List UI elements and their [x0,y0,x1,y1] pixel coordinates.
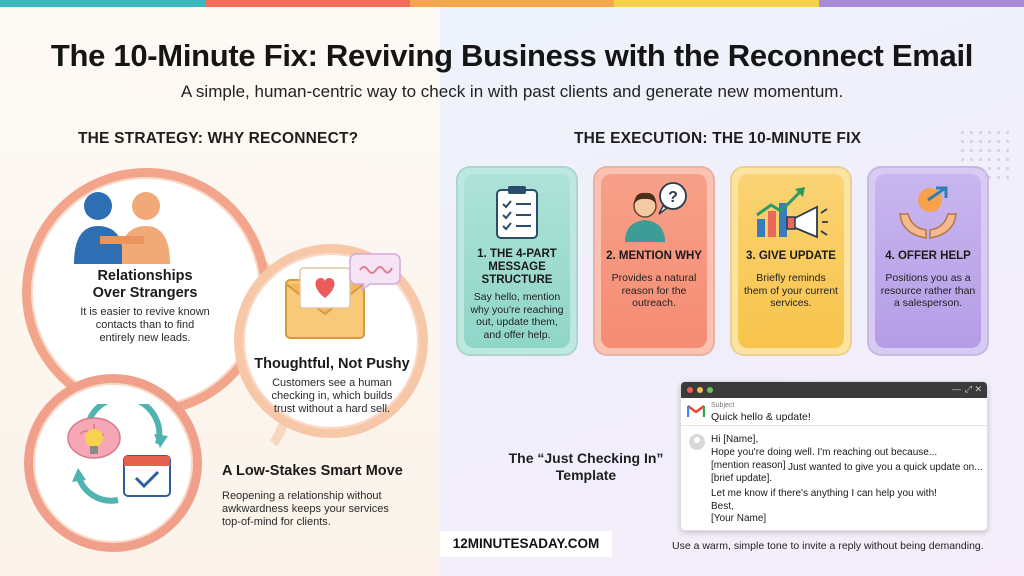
execution-card-1-title-2: MESSAGE [488,261,546,273]
email-line-help: Let me know if there's anything I can he… [711,488,937,499]
strategy-item-3-desc: Reopening a relationship without awkward… [222,486,432,529]
execution-card-1-desc-3: out, update them, [476,316,558,328]
email-line-brief-update: [brief update]. [711,473,773,484]
execution-card-4-title: 4. OFFER HELP [885,250,971,262]
helping-hands-icon [899,186,957,239]
minimize-dot-icon[interactable] [697,387,703,393]
strategy-item-2-title: Thoughtful, Not Pushy [254,356,410,372]
minimize-icon[interactable]: — [952,384,961,394]
page-subtitle: A simple, human-centric way to check in … [180,82,844,101]
subject-label: Subject [711,402,735,409]
email-titlebar: — ⤢ ✕ [681,382,987,398]
subject-value[interactable]: Quick hello & update! [711,411,811,423]
strategy-item-3-desc-3: top-of-mind for clients. [222,516,331,528]
tone-note: Use a warm, simple tone to invite a repl… [672,540,984,552]
page-title: The 10-Minute Fix: Reviving Business wit… [50,38,974,73]
strategy-item-1-title-2: Over Strangers [92,285,198,301]
strategy-item-3-title: A Low-Stakes Smart Move [222,463,403,479]
execution-card-2: ? 2. MENTION WHY Provides a natural reas… [593,166,715,356]
maximize-dot-icon[interactable] [707,387,713,393]
execution-card-1-desc-1: Say hello, mention [473,291,561,303]
chart-megaphone-icon [756,187,828,239]
execution-card-3-icon-wrap [732,180,850,244]
template-label-2: Template [555,467,617,483]
execution-card-3-desc-1: Briefly reminds [756,272,826,284]
brain-calendar-icon [67,404,171,504]
execution-card-2-desc-3: outreach. [632,297,676,309]
handshake-people-icon [74,192,170,264]
strategy-item-1-text: Relationships Over Strangers It is easie… [60,268,230,345]
strategy-item-2-text: Thoughtful, Not Pushy Customers see a hu… [240,356,424,416]
gmail-icon [687,404,705,418]
execution-card-1-desc-4: and offer help. [483,328,551,341]
email-window: — ⤢ ✕ Subject Quick hello & update! Hi [… [680,381,988,531]
execution-card-2-desc-2: reason for the [621,284,687,297]
template-label: The “Just Checking In” Template [486,450,686,484]
execution-card-1-title-3: STRUCTURE [481,274,553,286]
execution-card-3-desc-2: them of your current [744,284,838,297]
execution-heading: THE EXECUTION: THE 10-MINUTE FIX [574,130,862,147]
execution-card-3-desc: Briefly reminds them of your current ser… [740,272,842,310]
execution-card-3-desc-3: services. [770,297,812,309]
execution-card-3-title: 3. GIVE UPDATE [746,250,836,262]
top-color-strip [0,0,1024,7]
execution-card-4-desc-3: a salesperson. [893,297,963,309]
strategy-heading: THE STRATEGY: WHY RECONNECT? [78,130,359,147]
execution-card-2-title: 2. MENTION WHY [606,250,702,262]
expand-icon[interactable]: ⤢ [964,384,972,394]
email-line-signoff: Best, [711,501,734,512]
person-question-icon: ? [625,182,687,242]
execution-card-2-desc-1: Provides a natural [611,272,697,284]
strategy-item-3-desc-2: awkwardness keeps your services [222,503,389,515]
email-subject-row: Subject Quick hello & update! [681,398,987,426]
execution-card-1-icon-wrap [458,180,576,244]
execution-card-4: 4. OFFER HELP Positions you as a resourc… [867,166,989,356]
strategy-circle-3 [24,374,202,552]
execution-card-2-desc: Provides a natural reason for the outrea… [603,272,705,310]
close-dot-icon[interactable] [687,387,693,393]
execution-card-4-desc: Positions you as a resource rather than … [877,272,979,310]
clipboard-checklist-icon [496,186,538,239]
email-line-greeting: Hi [Name], [711,434,759,445]
strategy-item-2-desc-3: trust without a hard sell. [273,403,391,415]
email-line-name: [Your Name] [711,513,767,524]
heart-envelope-icon [285,253,401,339]
strategy-item-3-title-wrap: A Low-Stakes Smart Move [222,463,412,480]
execution-card-1-desc-2: why you're reaching [470,303,564,316]
execution-card-2-icon-wrap: ? [595,180,713,244]
strategy-item-2-desc-1: Customers see a human [272,377,392,389]
execution-card-1-desc: Say hello, mention why you're reaching o… [466,291,568,341]
execution-card-1: 1. THE 4-PART MESSAGE STRUCTURE Say hell… [456,166,578,356]
template-label-1: The “Just Checking In” [508,450,664,466]
strategy-item-1-title-1: Relationships [97,268,193,284]
svg-text:?: ? [668,189,678,206]
email-line-update-intro: Just wanted to give you a quick update o… [788,462,983,473]
strategy-item-3-desc-1: Reopening a relationship without [222,490,382,502]
strategy-item-1-desc-2: contacts than to find [95,319,195,331]
execution-card-1-title-1: 1. THE 4-PART [477,248,557,260]
execution-card-3: 3. GIVE UPDATE Briefly reminds them of y… [730,166,852,356]
email-line-reason: [mention reason] [711,460,786,471]
email-line-hope: Hope you're doing well. I'm reaching out… [711,447,938,458]
execution-card-4-icon-wrap [869,180,987,244]
close-icon[interactable]: ✕ [974,384,982,394]
strategy-item-1-desc-3: entirely new leads. [99,332,191,344]
sender-avatar [689,434,705,450]
strategy-item-1-desc-1: It is easier to revive known [80,306,210,318]
strategy-item-2-desc-2: checking in, which builds [271,390,393,402]
execution-card-4-desc-2: resource rather than [880,284,976,297]
brand-url[interactable]: 12MINUTESADAY.COM [440,531,612,557]
execution-card-4-desc-1: Positions you as a [885,272,971,284]
execution-card-1-title: 1. THE 4-PART MESSAGE STRUCTURE [462,248,572,287]
